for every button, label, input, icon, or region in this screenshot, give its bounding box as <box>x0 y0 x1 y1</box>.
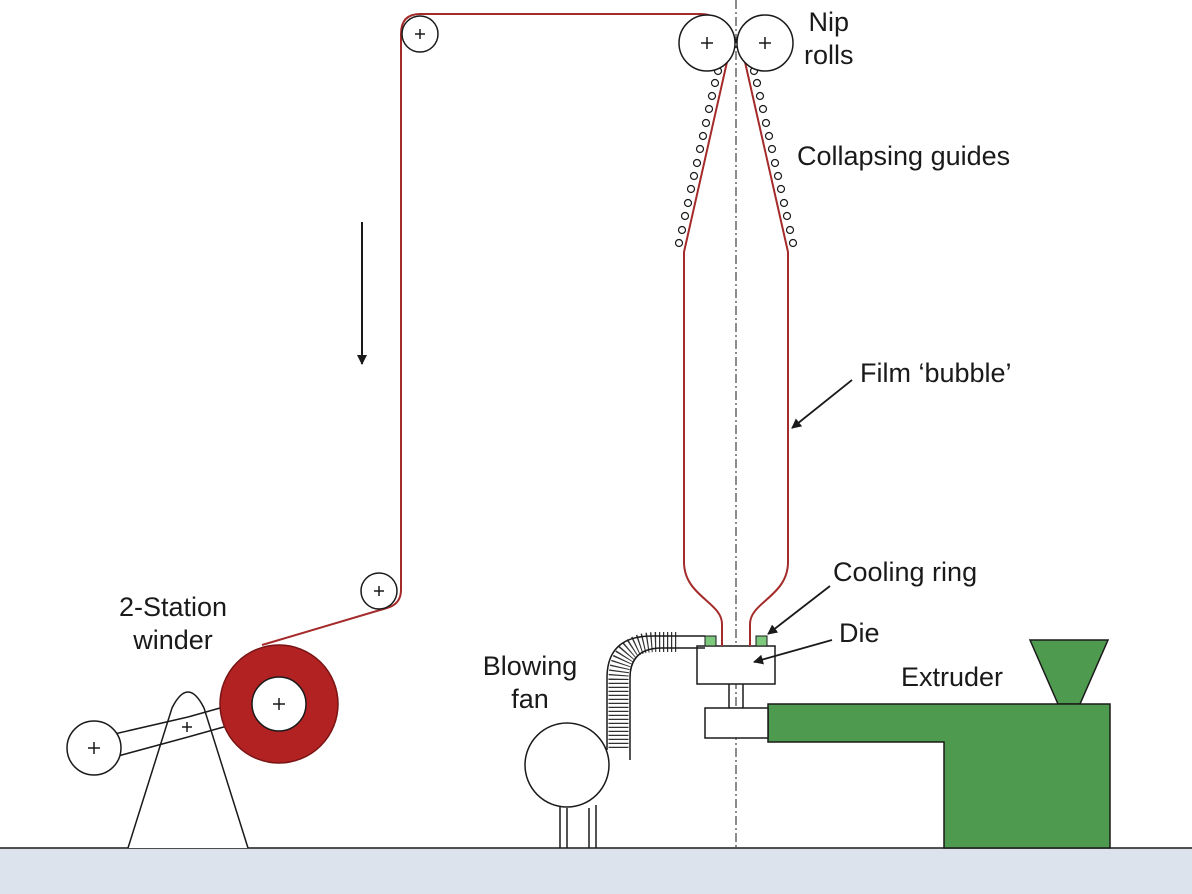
die-label: Die <box>839 618 880 648</box>
nip-rolls-label: Nip rolls <box>804 6 854 72</box>
film-bubble <box>683 61 789 646</box>
extruder-label: Extruder <box>901 662 1004 692</box>
die <box>696 645 776 708</box>
winder-label-line2: winder <box>133 625 213 655</box>
floor <box>0 847 1192 894</box>
nip-rolls-label-line2: rolls <box>804 40 854 70</box>
two-station-winder <box>66 644 339 849</box>
film-path <box>261 13 751 646</box>
winder-label: 2-Station winder <box>104 591 242 657</box>
blowing-fan <box>524 632 705 848</box>
winder-label-line1: 2-Station <box>118 592 228 622</box>
extruder <box>704 639 1111 849</box>
plus-icon <box>88 29 771 754</box>
blowing-fan-label: Blowing fan <box>475 650 585 716</box>
cooling-ring <box>704 635 768 647</box>
cooling-ring-label: Cooling ring <box>833 557 978 587</box>
leader-arrows <box>753 379 853 665</box>
blowing-fan-label-line1: Blowing <box>482 651 578 681</box>
film-bubble-label: Film ‘bubble’ <box>860 358 1012 388</box>
blowing-fan-label-line2: fan <box>511 684 549 714</box>
nip-rolls-label-line1: Nip <box>808 7 850 37</box>
collapsing-guides-label: Collapsing guides <box>797 141 1011 171</box>
rollers <box>360 14 794 610</box>
